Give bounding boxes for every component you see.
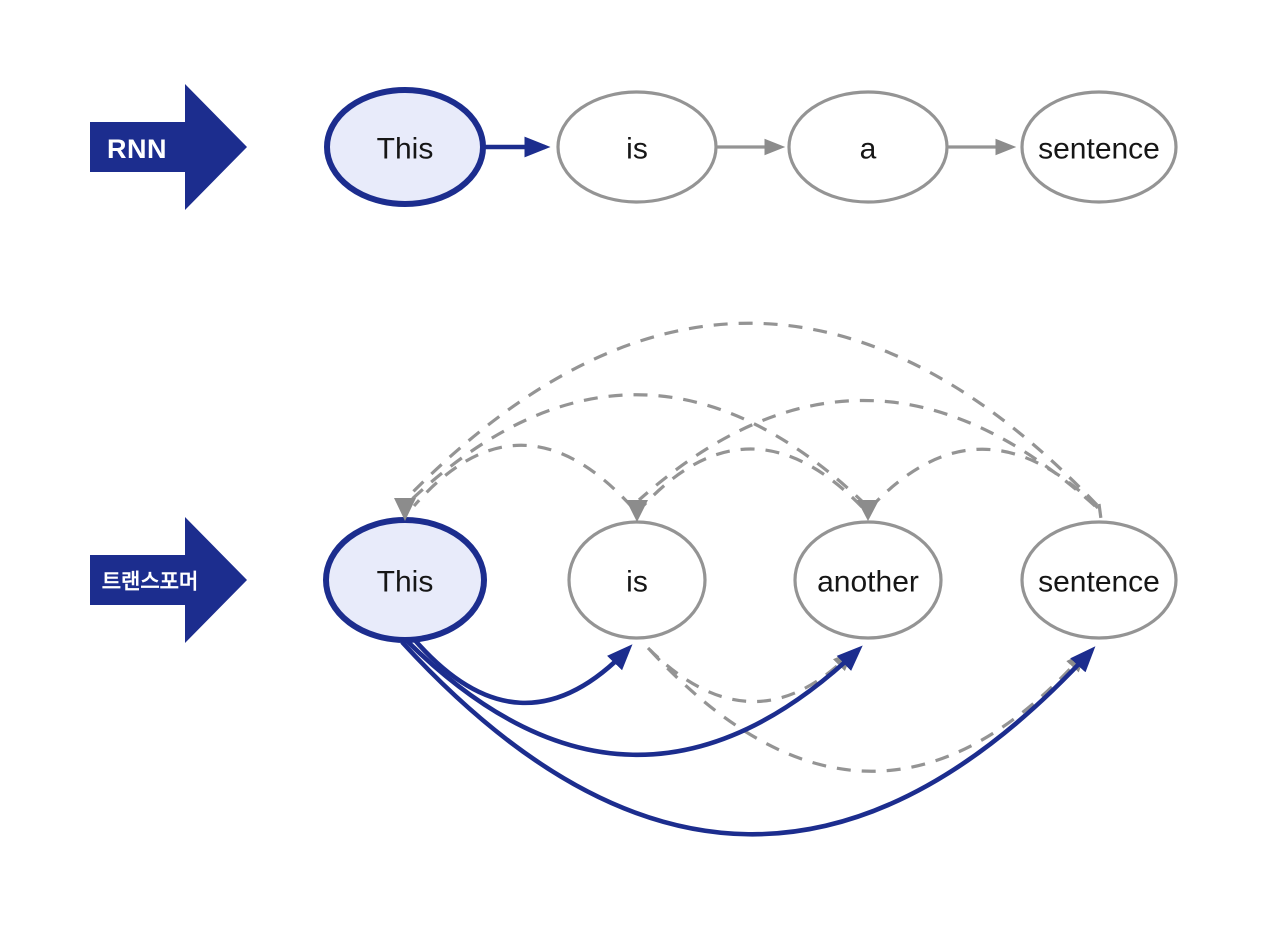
attention-arc-is-to-another [646,646,854,704]
attention-arc-is-to-this [412,443,634,509]
transformer-node-this-label: This [377,566,434,599]
rnn-node-sentence-label: sentence [1038,133,1160,166]
rnn-block-arrow [90,84,247,210]
rnn-arrow-label: RNN [107,134,167,164]
transformer-arrow-label: 트랜스포머 [102,571,199,594]
attention-arc-another-to-is [642,447,864,509]
rnn-node-sentence-ellipse [1020,90,1178,204]
transformer-row: 트랜스포머 This is another sentenc [90,321,1178,837]
attention-arc-another-to-this [407,393,868,507]
arrowhead-into-another-top [857,500,879,521]
rnn-node-a: a [787,90,949,204]
arrowhead-into-this-top [394,498,416,521]
rnn-node-this: This [324,87,486,207]
rnn-node-this-ellipse [324,87,486,207]
arrowhead-into-is-top [626,500,648,522]
transformer-node-is: is [567,520,707,640]
attention-arc-start-tick [1097,503,1103,520]
rnn-node-a-label: a [860,133,877,166]
transformer-block-arrow [90,517,247,643]
attention-arc-this-to-is [411,636,633,706]
attention-arc-is-to-sentence [648,648,1087,773]
attention-arc-this-to-sentence [400,640,1096,837]
rnn-node-is: is [556,90,718,204]
transformer-node-sentence-label: sentence [1038,566,1160,599]
transformer-node-sentence: sentence [1020,520,1178,640]
rnn-node-is-label: is [626,133,648,166]
attention-arc-sentence-to-another [871,447,1100,510]
transformer-node-another-ellipse [793,520,943,640]
attention-arc-sentence-to-is [637,398,1097,508]
rnn-node-is-ellipse [556,90,718,204]
attention-arc-this-to-another [405,639,863,758]
transformer-node-this: This [323,517,487,643]
transformer-node-another-label: another [817,566,919,599]
transformer-node-another: another [793,520,943,640]
transformer-node-sentence-ellipse [1020,520,1178,640]
rnn-row: RNN This is a sentence [90,84,1178,210]
attention-arc-sentence-to-this [403,321,1099,507]
transformer-node-is-label: is [626,566,648,599]
rnn-node-this-label: This [377,133,434,166]
rnn-node-sentence: sentence [1020,90,1178,204]
rnn-node-a-ellipse [787,90,949,204]
